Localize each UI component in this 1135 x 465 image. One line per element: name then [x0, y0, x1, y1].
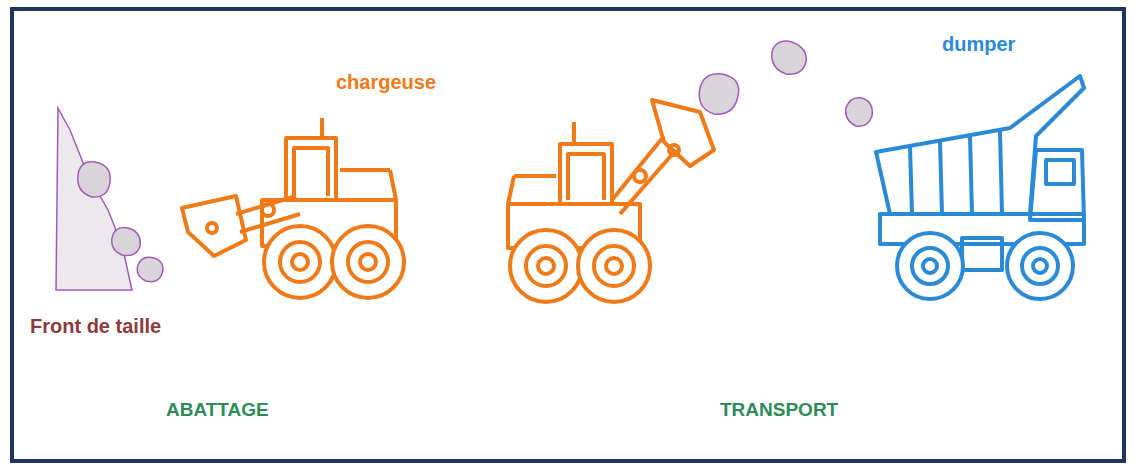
dump-truck-part: [923, 259, 937, 273]
loader-left-part: [320, 118, 324, 138]
dump-truck-part: [910, 146, 912, 214]
phase-label: TRANSPORT: [720, 400, 838, 419]
dump-truck-part: [940, 141, 942, 214]
rock-face-part: [112, 227, 141, 255]
loader-right-part: [538, 258, 554, 274]
loader-left-part: [390, 170, 396, 200]
dump-truck-part: [970, 136, 972, 214]
loader-right-part: [510, 230, 582, 302]
loader-right-part: [594, 246, 634, 286]
loader-right-part: [606, 258, 622, 274]
loader-left-part: [286, 138, 336, 200]
flying-rocks-part: [846, 98, 873, 127]
loader-right-part: [634, 170, 646, 182]
loader-left-part: [292, 254, 308, 270]
loader-left-part: [207, 223, 217, 233]
dump-truck-part: [1022, 248, 1058, 284]
loader-right-part: [652, 100, 714, 166]
loader-right-part: [572, 122, 576, 144]
dump-truck-part: [1046, 160, 1074, 184]
loader-left-part: [182, 196, 246, 256]
flying-rocks: [699, 41, 872, 126]
loader-left-part: [294, 148, 328, 196]
dump-truck-part: [1033, 259, 1047, 273]
flying-rocks-part: [772, 41, 806, 74]
loader-right-part: [578, 230, 650, 302]
rock-face-label: Front de taille: [30, 316, 161, 336]
frame-border: [12, 9, 1124, 461]
machine-label: chargeuse: [336, 72, 436, 92]
dump-truck-part: [1007, 233, 1073, 299]
loader-left-part: [360, 254, 376, 270]
rock-face-part: [78, 162, 110, 197]
loader-left-part: [348, 242, 388, 282]
dump-truck-part: [897, 233, 963, 299]
loader-left-part: [332, 226, 404, 298]
rock-face-part: [56, 108, 132, 290]
dump-truck-part: [962, 238, 1002, 270]
loader-right-part: [514, 174, 556, 178]
loader-right: [508, 100, 714, 302]
loader-right-part: [568, 154, 604, 200]
dump-truck-part: [1000, 131, 1002, 214]
loader-left-part: [264, 226, 336, 298]
loader-left-part: [340, 168, 390, 172]
dump-truck-part: [912, 248, 948, 284]
flying-rocks-part: [699, 74, 738, 114]
dump-truck-part: [1030, 150, 1084, 220]
machine-label: dumper: [942, 34, 1015, 54]
dump-truck: [876, 76, 1084, 299]
rock-face-part: [137, 257, 163, 281]
dump-truck-part: [876, 76, 1084, 214]
loader-left-part: [280, 242, 320, 282]
phase-label: ABATTAGE: [166, 400, 269, 419]
loader-right-part: [508, 176, 514, 204]
loader-right-part: [526, 246, 566, 286]
loader-right-part: [560, 144, 612, 204]
loader-left: [182, 118, 404, 298]
rock-face: [56, 108, 163, 290]
